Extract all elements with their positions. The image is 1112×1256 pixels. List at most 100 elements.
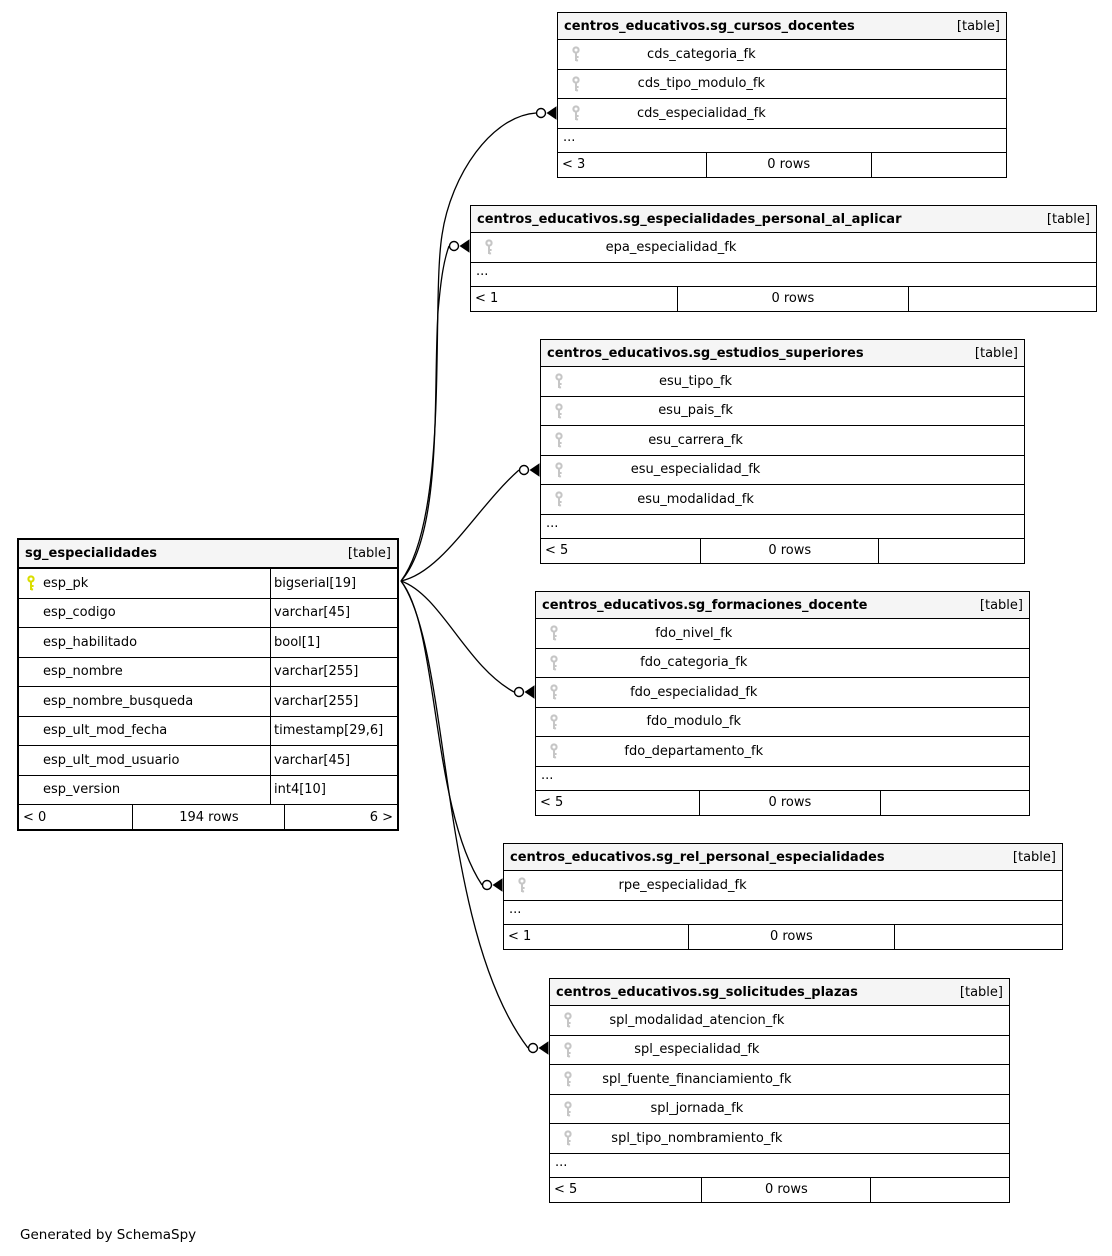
- column-name: esp_version: [43, 782, 121, 798]
- column-name: fdo_especialidad_fk: [630, 684, 758, 700]
- column-name: cds_tipo_modulo_fk: [637, 76, 766, 92]
- table-type-badge: [table]: [956, 18, 1000, 34]
- table-header: centros_educativos.sg_formaciones_docent…: [536, 592, 1029, 619]
- key-cell: [547, 426, 571, 455]
- key-cell: [547, 456, 571, 485]
- table-footer: < 5 0 rows: [550, 1177, 1009, 1202]
- column-row-cds_categoria_fk: cds_categoria_fk: [558, 40, 1006, 70]
- key-cell: [547, 367, 571, 396]
- table-title-sg_cursos_docentes[interactable]: centros_educativos.sg_cursos_docentes: [564, 18, 855, 34]
- column-type: varchar[45]: [270, 598, 397, 627]
- column-name: spl_especialidad_fk: [634, 1042, 760, 1058]
- key-cell: [564, 99, 588, 128]
- table-title-sg_formaciones_docente[interactable]: centros_educativos.sg_formaciones_docent…: [542, 597, 868, 613]
- table-header: centros_educativos.sg_solicitudes_plazas…: [550, 979, 1009, 1006]
- column-name: epa_especialidad_fk: [605, 239, 737, 255]
- collapsed-columns-ellipsis: ...: [471, 263, 1096, 287]
- edge-zero-or-one-circle: [513, 686, 525, 698]
- column-type: timestamp[29,6]: [270, 716, 397, 745]
- collapsed-columns-ellipsis: ...: [504, 901, 1062, 925]
- column-row-esu_pais_fk: esu_pais_fk: [541, 397, 1024, 426]
- foreign-key-icon: [550, 655, 558, 671]
- column-name: rpe_especialidad_fk: [618, 877, 747, 893]
- column-row-esu_tipo_fk: esu_tipo_fk: [541, 367, 1024, 397]
- edge-arrowhead: [492, 878, 503, 892]
- key-cell: [19, 575, 43, 591]
- column-name: esu_tipo_fk: [659, 373, 733, 389]
- column-type: varchar[45]: [270, 746, 397, 775]
- table-sg_rel_personal_especialidades[interactable]: centros_educativos.sg_rel_personal_espec…: [503, 843, 1063, 950]
- table-sg_solicitudes_plazas[interactable]: centros_educativos.sg_solicitudes_plazas…: [549, 978, 1010, 1203]
- table-type-badge: [table]: [974, 345, 1018, 361]
- column-row-spl_fuente_financiamiento_fk: spl_fuente_financiamiento_fk: [550, 1065, 1009, 1095]
- column-name: fdo_departamento_fk: [624, 743, 764, 759]
- footer-row-count: 194 rows: [132, 805, 286, 829]
- table-title-sg_solicitudes_plazas[interactable]: centros_educativos.sg_solicitudes_plazas: [556, 984, 858, 1000]
- table-title-sg_estudios_superiores[interactable]: centros_educativos.sg_estudios_superiore…: [547, 345, 864, 361]
- edge-epa_especialidad_fk-to-esp_pk: [400, 239, 470, 582]
- foreign-key-icon: [564, 1071, 572, 1087]
- column-row-esp_habilitado: esp_habilitado bool[1]: [19, 628, 397, 658]
- column-name: esp_nombre: [43, 664, 123, 680]
- column-name: cds_especialidad_fk: [637, 105, 766, 121]
- column-row-rpe_especialidad_fk: rpe_especialidad_fk: [504, 871, 1062, 901]
- table-sg_estudios_superiores[interactable]: centros_educativos.sg_estudios_superiore…: [540, 339, 1025, 564]
- column-name: esp_nombre_busqueda: [43, 693, 194, 709]
- table-title-sg_especialidades[interactable]: sg_especialidades: [25, 546, 158, 561]
- table-sg_especialidades_personal_al_aplicar[interactable]: centros_educativos.sg_especialidades_per…: [470, 205, 1097, 312]
- collapsed-columns-ellipsis: ...: [550, 1154, 1009, 1178]
- table-title-sg_especialidades_personal_al_aplicar[interactable]: centros_educativos.sg_especialidades_per…: [477, 211, 902, 227]
- footer-children-count: < 3: [562, 157, 586, 172]
- table-header: centros_educativos.sg_rel_personal_espec…: [504, 844, 1062, 871]
- column-type: bool[1]: [270, 628, 397, 657]
- column-row-fdo_especialidad_fk: fdo_especialidad_fk: [536, 678, 1029, 708]
- edge-esu_especialidad_fk-to-esp_pk: [400, 463, 540, 582]
- column-row-esu_modalidad_fk: esu_modalidad_fk: [541, 485, 1024, 515]
- table-sg_cursos_docentes[interactable]: centros_educativos.sg_cursos_docentes [ta…: [557, 12, 1007, 178]
- table-title-sg_rel_personal_especialidades[interactable]: centros_educativos.sg_rel_personal_espec…: [510, 849, 885, 865]
- column-name: esp_ult_mod_fecha: [43, 723, 168, 739]
- column-name: esp_habilitado: [43, 634, 138, 650]
- collapsed-columns-ellipsis: ...: [541, 515, 1024, 539]
- key-cell: [542, 678, 566, 707]
- column-name: spl_modalidad_atencion_fk: [609, 1012, 785, 1028]
- edge-spl_especialidad_fk-to-esp_pk: [400, 580, 549, 1055]
- foreign-key-icon: [550, 743, 558, 759]
- key-cell: [556, 1065, 580, 1094]
- footer-children-count: < 5: [545, 543, 569, 558]
- footer-row-count: 0 rows: [698, 790, 882, 815]
- column-name: spl_fuente_financiamiento_fk: [602, 1071, 792, 1087]
- edge-zero-or-one-circle: [481, 879, 493, 891]
- key-cell: [542, 649, 566, 678]
- column-row-cds_tipo_modulo_fk: cds_tipo_modulo_fk: [558, 70, 1006, 99]
- footer-children-count: < 1: [508, 929, 532, 944]
- edge-fdo_especialidad_fk-to-esp_pk: [400, 580, 535, 699]
- edge-zero-or-one-circle: [527, 1042, 539, 1054]
- edge-zero-or-one-circle: [535, 107, 547, 119]
- footer-children-count: < 5: [554, 1182, 578, 1197]
- table-sg_formaciones_docente[interactable]: centros_educativos.sg_formaciones_docent…: [535, 591, 1030, 816]
- footer-row-count: 0 rows: [701, 1177, 872, 1202]
- edge-arrowhead: [546, 106, 557, 120]
- column-name: spl_jornada_fk: [650, 1101, 744, 1117]
- column-row-fdo_departamento_fk: fdo_departamento_fk: [536, 737, 1029, 767]
- column-row-spl_modalidad_atencion_fk: spl_modalidad_atencion_fk: [550, 1006, 1009, 1036]
- edge-zero-or-one-circle: [518, 464, 530, 476]
- column-row-spl_jornada_fk: spl_jornada_fk: [550, 1095, 1009, 1124]
- foreign-key-icon: [572, 46, 580, 62]
- foreign-key-icon: [572, 76, 580, 92]
- footer-children-count: < 1: [475, 291, 499, 306]
- table-header: centros_educativos.sg_estudios_superiore…: [541, 340, 1024, 367]
- edge-arrowhead: [538, 1041, 549, 1055]
- table-header: centros_educativos.sg_cursos_docentes [ta…: [558, 13, 1006, 40]
- column-row-fdo_categoria_fk: fdo_categoria_fk: [536, 649, 1029, 678]
- table-header: sg_especialidades[table]: [19, 540, 397, 569]
